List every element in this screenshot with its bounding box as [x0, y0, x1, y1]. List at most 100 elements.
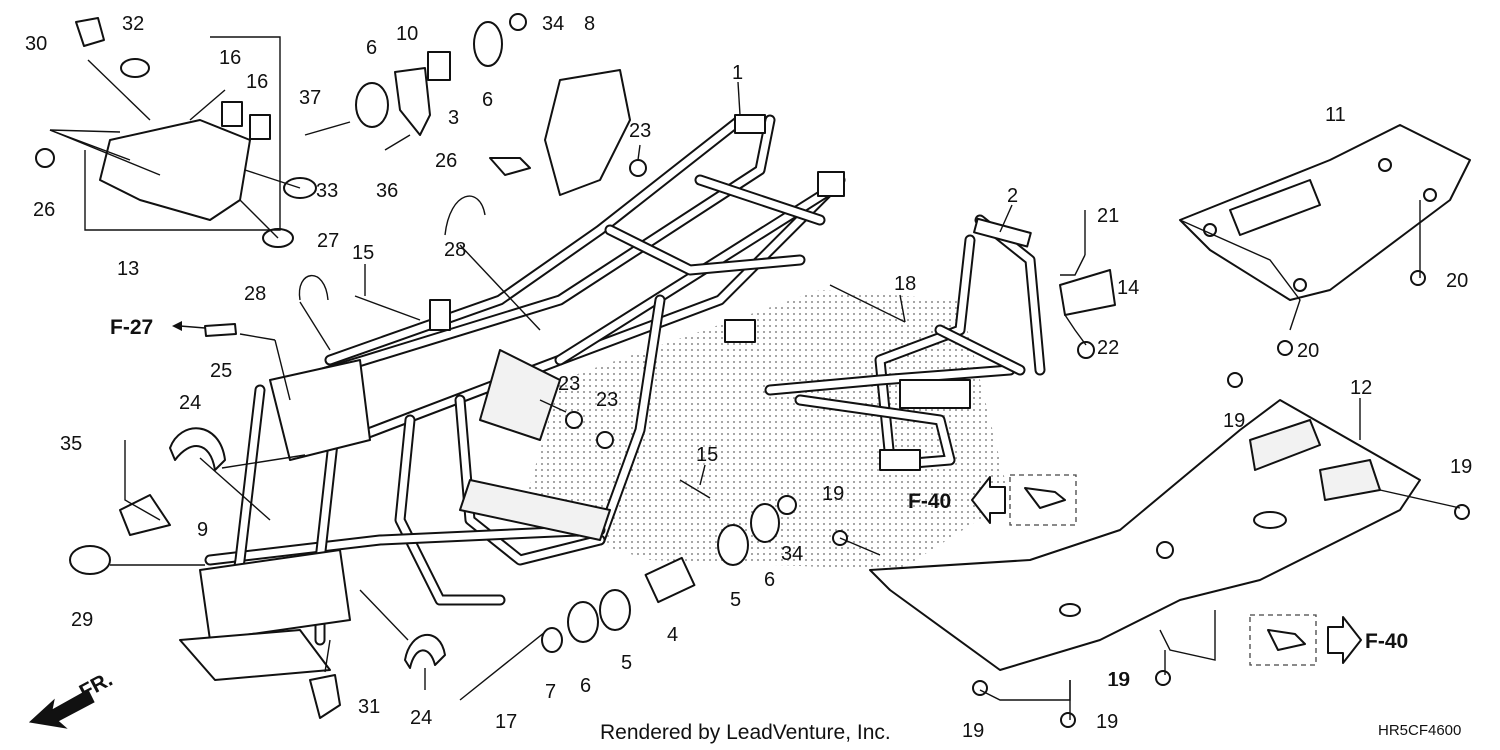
- callout: 25: [210, 360, 232, 382]
- callout: 26: [33, 199, 55, 221]
- callout: 19: [1107, 669, 1129, 691]
- arrow-right-icon: [1327, 616, 1362, 664]
- arrow-left-icon: [971, 476, 1006, 524]
- callout: 6: [580, 675, 591, 697]
- callout: 22: [1097, 337, 1119, 359]
- band-24b: [404, 634, 446, 669]
- clip-30: [75, 17, 105, 47]
- callout: 35: [60, 433, 82, 455]
- callout: 19: [962, 720, 984, 742]
- callout: 31: [358, 696, 380, 718]
- callout: 9: [197, 519, 208, 541]
- bolt-37: [304, 121, 351, 136]
- callout: 23: [629, 120, 651, 142]
- nut-23c: [596, 431, 614, 449]
- callout: 15: [696, 444, 718, 466]
- band-28a: [444, 195, 486, 236]
- callout: 34: [781, 543, 803, 565]
- callout: 26: [435, 150, 457, 172]
- callout: 20: [1297, 340, 1319, 362]
- bolt-19b: [1454, 504, 1470, 520]
- nut-22: [1077, 341, 1095, 359]
- spacer-3: [427, 51, 451, 81]
- callout: 19: [1108, 669, 1130, 691]
- callout: 32: [122, 13, 144, 35]
- callout: 21: [1097, 205, 1119, 227]
- callout: 15: [352, 242, 374, 264]
- front-arrow-icon: [28, 689, 95, 729]
- ref-label-f27[interactable]: F-27: [110, 316, 153, 339]
- nut-16b: [249, 114, 271, 140]
- callout: 24: [179, 392, 201, 414]
- callout: 33: [316, 180, 338, 202]
- collar-4: [644, 556, 696, 604]
- bolt-20b: [1277, 340, 1293, 356]
- callout: 37: [299, 87, 321, 109]
- callout: 20: [1446, 270, 1468, 292]
- band-28b: [298, 274, 329, 301]
- bolt-36: [384, 134, 411, 151]
- callout: 11: [1325, 104, 1346, 126]
- bolt-20a: [1410, 270, 1426, 286]
- bolt-18: [829, 284, 906, 323]
- skid-plate-12[interactable]: [869, 399, 1421, 671]
- callout: 8: [584, 13, 595, 35]
- callout: 5: [621, 652, 632, 674]
- ref-label-f40-lower[interactable]: F-40: [1365, 630, 1408, 653]
- bracket-13: [99, 119, 251, 221]
- clip-26a: [35, 148, 55, 168]
- callout: 16: [219, 47, 241, 69]
- reference-boxes: [28, 321, 1362, 729]
- mount-5b: [717, 524, 749, 566]
- callout: 30: [25, 33, 47, 55]
- callout: 29: [71, 609, 93, 631]
- ref-label-f40-upper[interactable]: F-40: [908, 490, 951, 513]
- clip-f40-lower: [1267, 629, 1306, 651]
- callout: 23: [596, 389, 618, 411]
- bolt-15a: [354, 295, 421, 321]
- callout: 10: [396, 23, 418, 45]
- spacer-7: [541, 627, 563, 653]
- band-24a: [169, 427, 226, 471]
- footer-text: Rendered by LeadVenture, Inc.: [600, 721, 891, 744]
- clip-25: [204, 323, 237, 337]
- footer: Rendered by LeadVenture, Inc. HR5CF4600: [600, 721, 1461, 744]
- nut-34b: [777, 495, 797, 515]
- main-frame[interactable]: [179, 114, 846, 681]
- callout: 28: [444, 239, 466, 261]
- callout: 6: [482, 89, 493, 111]
- callout: 27: [317, 230, 339, 252]
- callout: 1: [732, 62, 743, 84]
- callout: 3: [448, 107, 459, 129]
- bolt-17: [459, 631, 546, 701]
- rear-subframe[interactable]: [764, 214, 1046, 471]
- bracket-8: [544, 69, 631, 196]
- callout: 12: [1350, 377, 1372, 399]
- mount-6a: [355, 82, 389, 128]
- callout: 19: [1223, 410, 1245, 432]
- clamp-29: [69, 545, 111, 575]
- callout: 19: [1096, 711, 1118, 733]
- skid-plate-11[interactable]: [1179, 124, 1471, 301]
- bolt-15b: [679, 479, 711, 499]
- clamp-32: [120, 58, 150, 78]
- callout: 13: [117, 258, 139, 280]
- mount-6b: [473, 21, 503, 67]
- callout: 23: [558, 373, 580, 395]
- bolt-19e: [1155, 670, 1171, 686]
- callout: 16: [246, 71, 268, 93]
- nut-23b: [565, 411, 583, 429]
- clip-31: [309, 674, 341, 719]
- diagram-code: HR5CF4600: [1378, 722, 1461, 739]
- bracket-14: [1059, 269, 1116, 316]
- callout: 24: [410, 707, 432, 729]
- nut-16a: [221, 101, 243, 127]
- collar-10: [394, 67, 431, 136]
- callout: 14: [1117, 277, 1139, 299]
- clip-26b: [489, 157, 531, 176]
- nut-23a: [629, 159, 647, 177]
- callout: 17: [495, 711, 517, 733]
- mount-6c: [567, 601, 599, 643]
- arrow-small-left-icon: [172, 321, 182, 331]
